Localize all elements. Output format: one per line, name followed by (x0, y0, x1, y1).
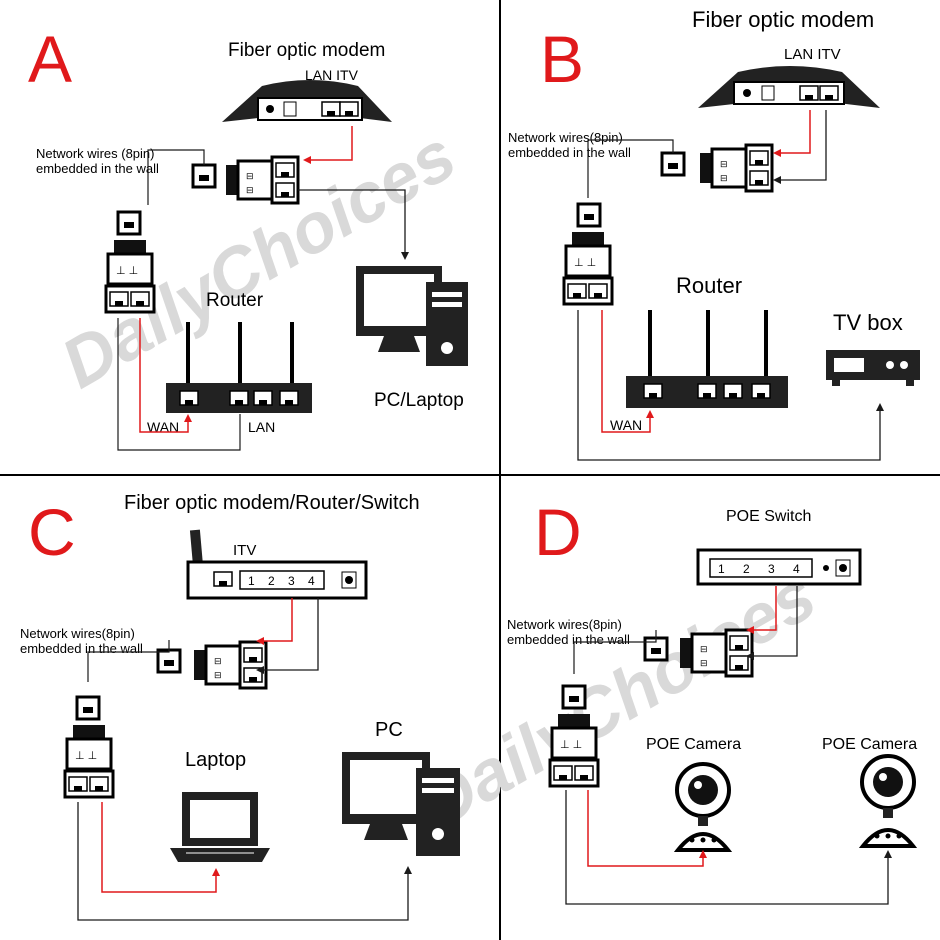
panel-d-switch-label: POE Switch (726, 508, 811, 525)
panel-c-letter: C (28, 495, 76, 569)
panel-d-port-4: 4 (793, 562, 800, 576)
panel-d-wall-label-2: embedded in the wall (507, 632, 630, 647)
panel-b-ports-label: LAN ITV (784, 46, 841, 63)
panel-a-ports-label: LAN ITV (305, 67, 359, 83)
panel-a-wall-label-2: embedded in the wall (36, 161, 159, 176)
panel-d-camera1-label: POE Camera (646, 736, 741, 753)
panel-d: D POE Switch 1 2 3 4 Network wires(8pin)… (507, 495, 918, 905)
panel-d-switch-icon: 1 2 3 4 (696, 548, 862, 586)
panel-b-wall-plug-icon (660, 151, 686, 177)
panel-a-pc-icon (356, 266, 468, 366)
panel-d-port-1: 1 (718, 562, 725, 576)
panel-b-router-label: Router (676, 273, 742, 298)
panel-a-router-icon (166, 322, 312, 413)
panel-c-itv-label: ITV (233, 542, 256, 559)
panel-c-splitter-icon (194, 642, 266, 688)
panel-c-port-3: 3 (288, 574, 295, 588)
panel-d-plug2-icon (561, 684, 587, 710)
panel-c-wall-label-1: Network wires(8pin) (20, 626, 135, 641)
panel-d-camera2-label: POE Camera (822, 736, 917, 753)
panel-a-pc-label: PC/Laptop (374, 390, 464, 411)
panel-c-wall-label-2: embedded in the wall (20, 641, 143, 656)
panel-d-letter: D (534, 495, 582, 569)
panel-d-wall-label-1: Network wires(8pin) (507, 617, 622, 632)
panel-a-router-label: Router (206, 290, 264, 311)
panel-d-port-3: 3 (768, 562, 775, 576)
panel-c-wall-plug-icon (156, 648, 182, 674)
panel-c-laptop-label: Laptop (185, 749, 246, 771)
panel-b-letter: B (540, 22, 584, 96)
panel-a-wan-label: WAN (147, 419, 179, 435)
panel-c-plug2-icon (75, 695, 101, 721)
panel-b-splitter-icon (700, 145, 772, 191)
panel-c-laptop-icon (170, 792, 270, 862)
panel-c-pc-icon (342, 752, 460, 856)
panel-d-camera1-icon (673, 762, 733, 852)
panel-d-splitter-icon (680, 630, 752, 676)
panel-a: A Fiber optic modem LAN ITV Network wire… (28, 22, 468, 451)
panel-b-plug2-icon (576, 202, 602, 228)
panel-c-port-4: 4 (308, 574, 315, 588)
panel-b-router-icon (626, 310, 788, 408)
panel-a-plug2-icon (116, 210, 142, 236)
panel-c: C Fiber optic modem/Router/Switch ITV 1 … (20, 492, 460, 921)
panel-b-wan-label: WAN (610, 417, 642, 433)
panel-a-modem-label: Fiber optic modem (228, 40, 385, 61)
panel-b-wall-label-2: embedded in the wall (508, 145, 631, 160)
panel-a-modem-icon (222, 80, 392, 122)
panel-b-modem-label: Fiber optic modem (692, 7, 874, 32)
panel-c-splitter2-icon (65, 725, 113, 797)
panel-a-splitter2-icon (106, 240, 154, 312)
panel-c-port-1: 1 (248, 574, 255, 588)
panel-a-lan-label: LAN (248, 419, 275, 435)
panel-c-pc-label: PC (375, 719, 403, 741)
panel-b-tvbox-label: TV box (833, 310, 903, 335)
panel-a-wall-label-1: Network wires (8pin) (36, 146, 154, 161)
panel-b-tvbox-icon (826, 350, 920, 386)
panel-a-letter: A (28, 22, 72, 96)
panel-c-device-label: Fiber optic modem/Router/Switch (124, 492, 420, 514)
panel-c-port-2: 2 (268, 574, 275, 588)
panel-b-modem-icon (698, 66, 880, 108)
panel-a-wall-plug-icon (191, 163, 217, 189)
panel-c-device-icon: 1 2 3 4 (186, 529, 368, 600)
panel-d-port-2: 2 (743, 562, 750, 576)
panel-a-splitter-icon (226, 157, 298, 203)
panel-b: B Fiber optic modem LAN ITV Network wire… (508, 7, 920, 461)
watermark-d: DailyChoices (409, 556, 829, 843)
panel-d-camera2-icon (858, 754, 918, 848)
panel-b-wall-label-1: Network wires(8pin) (508, 130, 623, 145)
panel-b-splitter2-icon (564, 232, 612, 304)
